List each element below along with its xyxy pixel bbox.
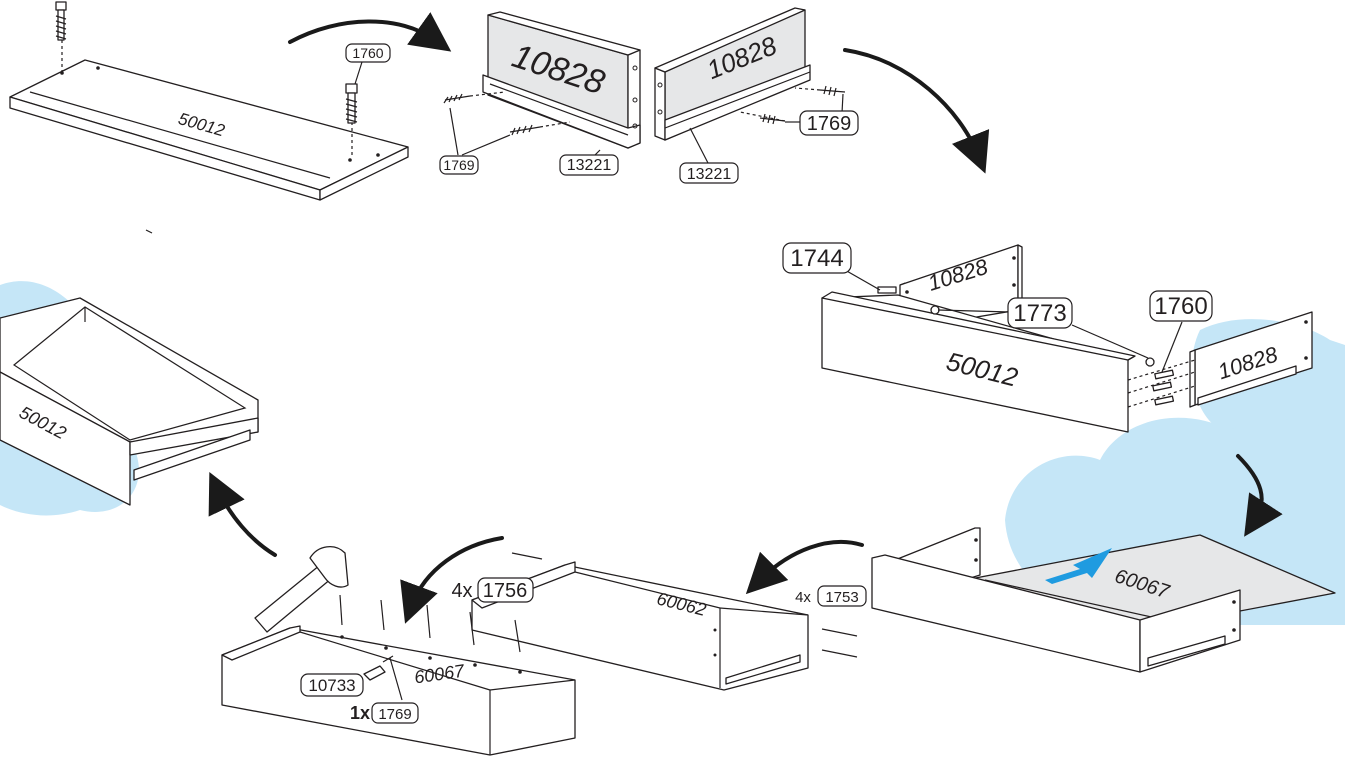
cam-bolt-icon-2 (345, 83, 358, 124)
part-label-1773: 1773 (1013, 300, 1066, 327)
step1-base-panel: 1760 50012 (9, 1, 409, 201)
arrow-step3-to-step4 (1236, 454, 1283, 537)
screw-icon-step5 (511, 552, 858, 658)
tag-1760-step1 (345, 43, 391, 63)
arrow-step2-to-step3 (843, 48, 990, 174)
tag-1773 (1007, 297, 1073, 329)
tag-1753 (817, 585, 867, 607)
arrow-step4-to-step5 (745, 539, 864, 595)
part-label-1760: 1760 (352, 45, 383, 61)
tag-1769-right (799, 110, 859, 136)
step3-front-assembly: 10828 50012 10828 174 (782, 242, 1313, 433)
tag-13221-left (559, 154, 619, 176)
part-label-1769-right: 1769 (807, 113, 852, 135)
step5-back-panel: 60062 4x 1756 4x 1753 (451, 552, 867, 691)
arrow-step5-to-step6 (400, 536, 504, 624)
insert-direction-arrow (1045, 548, 1112, 584)
final-drawer: 50012 (0, 297, 259, 506)
tag-1744 (782, 242, 852, 274)
part-label-1760-step3: 1760 (1154, 293, 1207, 320)
tag-1756 (477, 577, 534, 603)
step4-insert-base: 60067 (871, 527, 1336, 673)
cam-bolt-icon (55, 1, 67, 41)
step2-side-panels: 10828 10828 1769 13221 132 (439, 7, 859, 184)
qty-1756: 4x (451, 580, 472, 602)
part-label-13221-left: 13221 (567, 157, 612, 174)
hammer-icon (254, 546, 349, 633)
tag-13221-right (679, 162, 739, 184)
qty-1753: 4x (795, 589, 811, 606)
part-label-1753: 1753 (825, 589, 858, 606)
stop-part-icon (363, 655, 394, 681)
part-label-1769-left: 1769 (443, 157, 474, 173)
tag-1769-left (439, 155, 479, 175)
arrow-step1-to-step2 (288, 12, 452, 52)
tag-1769-step6 (371, 702, 419, 724)
cam-bolt-icon-step3 (1152, 369, 1175, 406)
screw-icon (443, 85, 846, 136)
arrow-step6-to-final (208, 471, 277, 557)
part-label-13221-right: 13221 (687, 166, 732, 183)
part-label-1744: 1744 (790, 245, 843, 272)
part-label-1756: 1756 (483, 580, 528, 602)
stray-mark (145, 229, 153, 234)
tag-1760-step3 (1149, 290, 1213, 322)
part-label-1769-step6: 1769 (378, 706, 411, 723)
tag-10733 (300, 673, 364, 697)
dowel-icon (877, 286, 897, 294)
qty-1769: 1x (350, 703, 370, 723)
step6-nailing: 60067 10733 1x 1769 (221, 546, 576, 756)
nail-icon (339, 594, 521, 653)
part-label-10733: 10733 (308, 676, 355, 695)
